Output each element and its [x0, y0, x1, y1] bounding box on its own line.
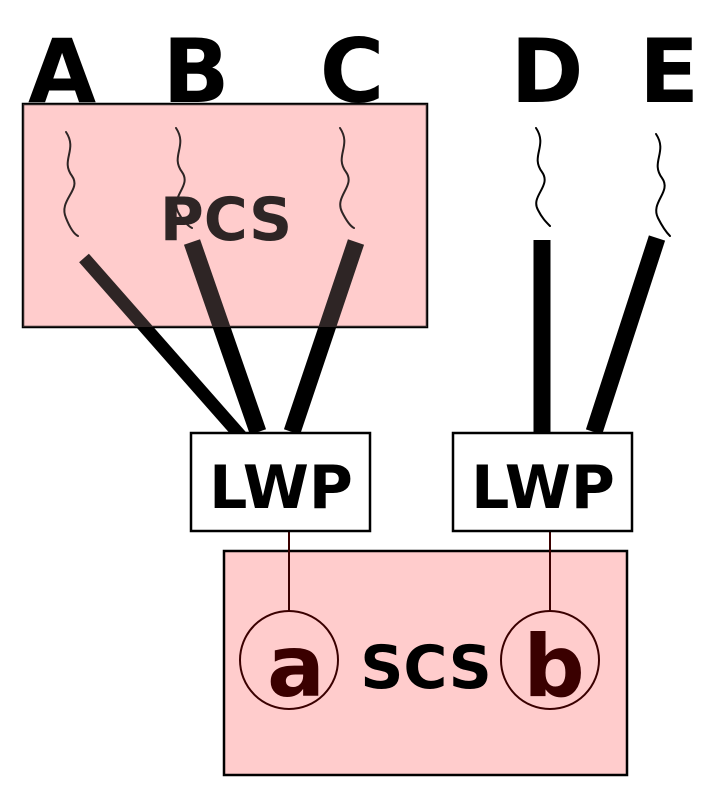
- thread-c-connector: [283, 239, 365, 435]
- cpu-b-circle: [500, 610, 600, 710]
- thread-a-squiggle-icon: [63, 131, 79, 237]
- cpu-a-label: a: [267, 617, 325, 717]
- thread-c-label: C: [320, 20, 385, 123]
- thread-a-label: A: [28, 20, 96, 123]
- cpu-a-circle: [239, 610, 339, 710]
- thread-e-label: E: [639, 20, 699, 123]
- thread-a-connector: [79, 253, 251, 447]
- lwp-right-label: LWP: [471, 453, 615, 523]
- thread-b-connector: [183, 239, 267, 435]
- lwp-left-label: LWP: [209, 453, 353, 523]
- thread-b-squiggle-icon: [175, 127, 193, 229]
- thread-d-squiggle-icon: [535, 127, 551, 227]
- scs-label: SCS: [360, 633, 492, 703]
- thread-e-squiggle-icon: [655, 133, 671, 237]
- thread-b-label: B: [162, 20, 229, 123]
- thread-c-squiggle-icon: [339, 127, 355, 229]
- scs-region: [222, 549, 629, 777]
- thread-e-connector: [585, 235, 666, 435]
- pcs-region: [21, 102, 429, 329]
- lwp-right-box: [451, 431, 634, 533]
- pcs-overlay: [23, 104, 427, 327]
- thread-d-label: D: [510, 20, 583, 123]
- lwp-left-box: [189, 431, 372, 533]
- cpu-b-label: b: [523, 617, 585, 717]
